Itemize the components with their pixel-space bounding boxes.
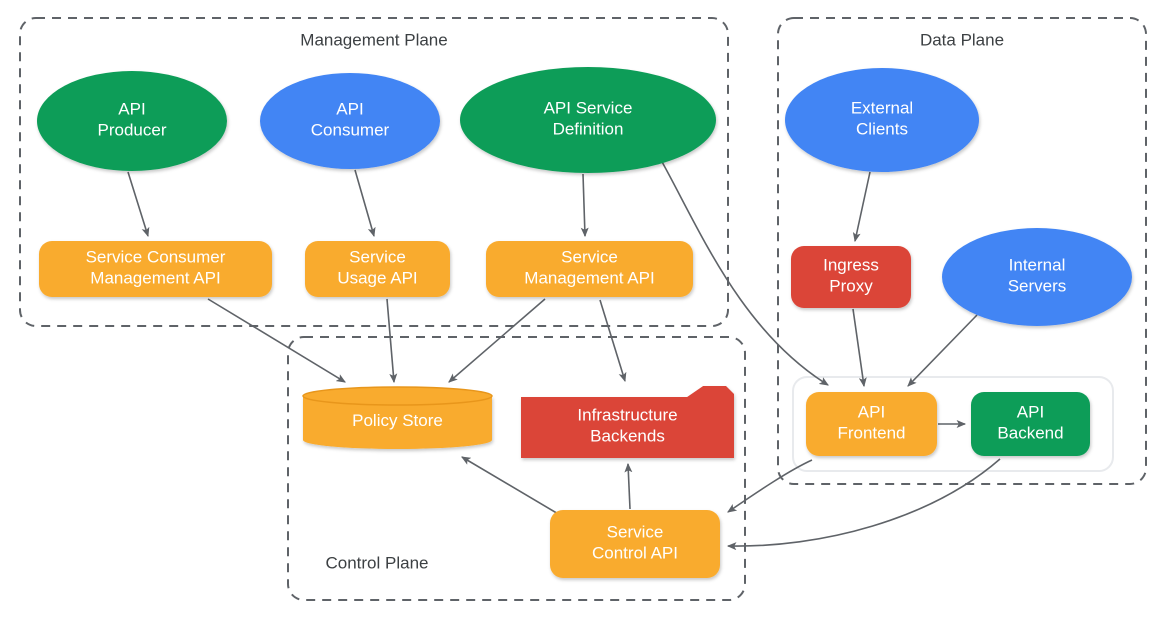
connector-edge-service-control-to-infrastructure xyxy=(624,462,633,510)
connector-edge-usage-to-policy-store xyxy=(386,298,398,384)
connector-edge-consumer-mgmt-to-policy-store xyxy=(207,298,346,383)
node-shape-rect-service-control-api[interactable] xyxy=(550,510,720,578)
node-shape-rect-api-backend[interactable] xyxy=(971,392,1090,456)
connector-edge-service-mgmt-to-infrastructure xyxy=(599,299,627,383)
node-shape-ellipse-api-consumer[interactable] xyxy=(260,73,440,169)
node-shape-cylinder-top-policy-store xyxy=(302,386,493,406)
node-shape-cylinder-body-policy-store[interactable] xyxy=(303,396,492,449)
plane-label-control-plane: Control Plane xyxy=(325,553,428,572)
node-shape-folder-infrastructure-backends[interactable] xyxy=(521,386,734,458)
connector-edge-ingress-to-api-frontend xyxy=(852,308,867,388)
node-shape-ellipse-internal-servers[interactable] xyxy=(942,228,1132,326)
node-shape-ellipse-external-clients[interactable] xyxy=(785,68,979,172)
plane-boundary-data-plane xyxy=(777,17,1147,485)
connector-edge-service-control-to-policy-store xyxy=(461,456,561,516)
connector-edge-consumer-to-usage xyxy=(354,169,376,238)
connector-edge-external-clients-to-ingress xyxy=(852,171,871,243)
plane-boundary-management-plane xyxy=(19,17,729,327)
connector-edge-service-mgmt-to-policy-store xyxy=(448,298,546,383)
plane-label-management-plane: Management Plane xyxy=(300,30,447,49)
node-shape-rect-service-consumer-management-api[interactable] xyxy=(39,241,272,297)
planes-layer xyxy=(19,17,1147,601)
node-shape-rect-ingress-proxy[interactable] xyxy=(791,246,911,308)
node-label-policy-store: Policy Store xyxy=(352,411,443,430)
node-shape-rect-api-frontend[interactable] xyxy=(806,392,937,456)
plane-label-data-plane: Data Plane xyxy=(920,30,1004,49)
node-policy-store[interactable]: Policy Store xyxy=(302,386,493,449)
plane-boundary-control-plane xyxy=(287,336,746,601)
connector-edge-definition-to-api-frontend xyxy=(660,159,829,386)
node-shape-ellipse-api-producer[interactable] xyxy=(37,71,227,171)
node-shape-ellipse-api-service-definition[interactable] xyxy=(460,67,716,173)
edges-layer xyxy=(127,159,1001,551)
connector-edge-definition-to-service-mgmt xyxy=(580,173,589,238)
connector-edge-api-backend-to-service-control xyxy=(726,458,1001,551)
node-shape-rect-service-usage-api[interactable] xyxy=(305,241,450,297)
connector-edge-api-frontend-to-service-control xyxy=(727,459,813,513)
connector-edge-producer-to-consumer-mgmt xyxy=(127,171,150,238)
connector-edge-internal-servers-to-api-frontend xyxy=(907,314,978,387)
node-shape-rect-service-management-api[interactable] xyxy=(486,241,693,297)
